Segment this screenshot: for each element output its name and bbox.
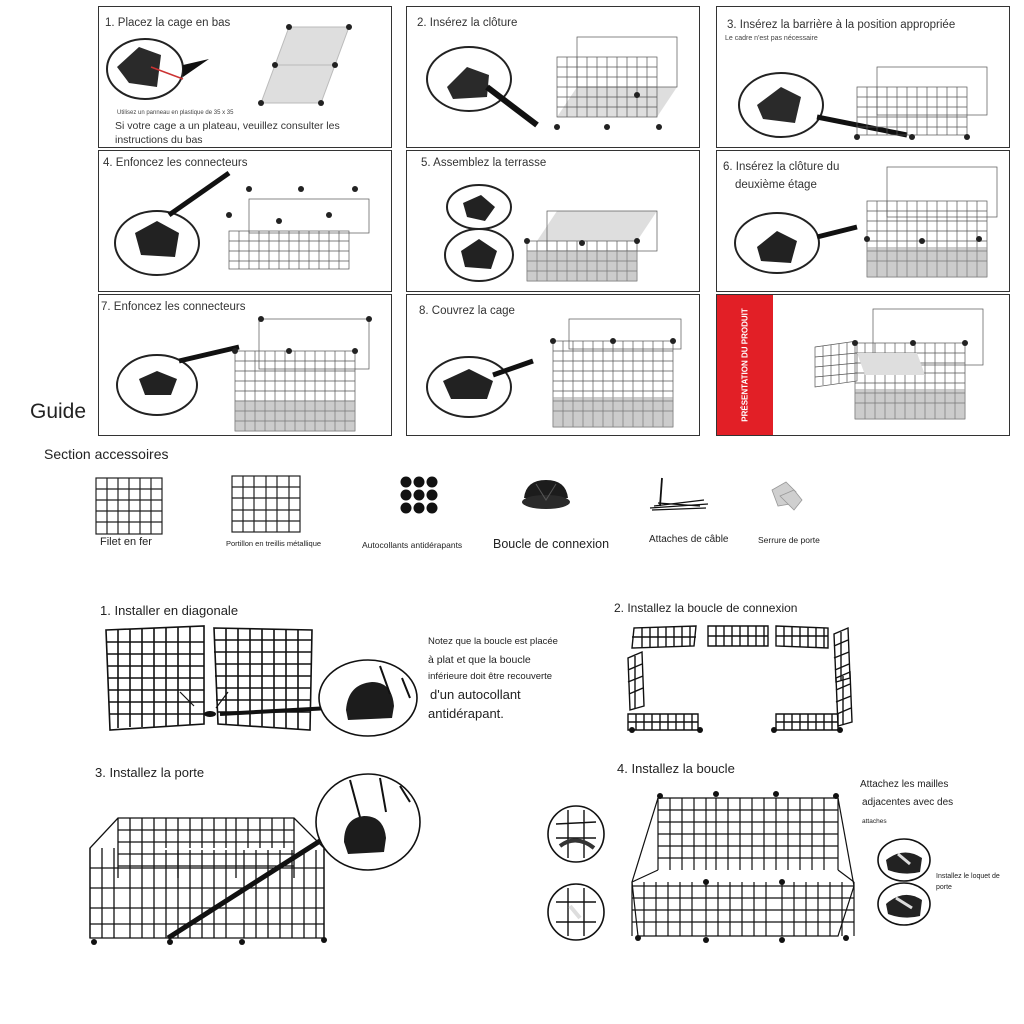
- attach-note-1: Attachez les mailles: [860, 779, 949, 790]
- iron-mesh-icon: [95, 477, 163, 535]
- porte-illustration: [89, 817, 336, 945]
- step-8-illustration: [426, 318, 682, 428]
- diag-note-4: d'un autocollant: [430, 687, 521, 702]
- latch-note-2: porte: [936, 884, 952, 891]
- step-panel-7: 7. Enfoncez les connecteurs: [98, 294, 392, 436]
- step-note-small: Utilisez un panneau en plastique de 35 x…: [117, 110, 234, 116]
- step-title: 8. Couvrez la cage: [419, 305, 515, 317]
- boucle4-title: 4. Installez la boucle: [617, 761, 735, 776]
- accessory-label-2: Portillon en treillis métallique: [226, 539, 322, 548]
- step-note: Si votre cage a un plateau, veuillez con…: [115, 120, 340, 146]
- step-title: 2. Insérez la clôture: [417, 17, 518, 29]
- step-1-illustration: [106, 24, 352, 106]
- step-3-illustration: [738, 66, 988, 140]
- step-title: 4. Enfoncez les connecteurs: [103, 157, 248, 169]
- accessories-heading: Section accessoires: [44, 446, 169, 462]
- step-title: 3. Insérez la barrière à la position app…: [727, 19, 956, 31]
- porte-zoom-circle: [315, 773, 421, 871]
- accessory-label-1: Filet en fer: [100, 536, 152, 548]
- diag-note-2: à plat et que la boucle: [428, 654, 531, 666]
- step-note-small: Le cadre n'est pas nécessaire: [725, 35, 818, 42]
- connection-buckle-icon: [522, 480, 570, 509]
- accessory-label-6: Serrure de porte: [758, 535, 820, 545]
- boucle-title: 2. Installez la boucle de connexion: [614, 601, 798, 615]
- boucle-illustration: [627, 625, 853, 733]
- step-panel-8: 8. Couvrez la cage: [406, 294, 700, 436]
- mesh-gate-icon: [231, 475, 301, 533]
- step-title-line1: 6. Insérez la clôture du: [723, 161, 840, 173]
- step-panel-3: 3. Insérez la barrière à la position app…: [716, 6, 1010, 148]
- step-title-line2: deuxième étage: [735, 179, 817, 191]
- attach-note-2: adjacentes avec des: [862, 797, 954, 808]
- latch-note-1: Installez le loquet de: [936, 873, 1000, 880]
- diag-title: 1. Installer en diagonale: [100, 603, 239, 618]
- step-panel-1: 1. Placez la cage en bas Utilisez un pan…: [98, 6, 392, 148]
- step-5-illustration: [444, 184, 658, 282]
- step-panel-5: 5. Assemblez la terrasse: [406, 150, 700, 292]
- step-panel-4: 4. Enfoncez les connecteurs: [98, 150, 392, 292]
- diag-note-1: Notez que la boucle est placée: [428, 636, 558, 647]
- step-6-illustration: [734, 166, 998, 278]
- diag-note-5: antidérapant.: [428, 706, 504, 721]
- porte-title: 3. Installez la porte: [95, 765, 205, 780]
- accessory-label-5: Attaches de câble: [649, 534, 729, 545]
- accessories-illustrations: [95, 475, 803, 535]
- boucle4-illustration: [631, 791, 855, 943]
- latch-zoom-circles: [877, 838, 931, 926]
- guide-title: Guide: [30, 400, 87, 423]
- diag-illustration: [105, 625, 331, 731]
- accessory-label-3: Autocollants antidérapants: [362, 540, 463, 550]
- accessory-label-4: Boucle de connexion: [493, 537, 610, 551]
- door-lock-icon: [771, 481, 803, 511]
- tie-zoom-top: [547, 805, 605, 863]
- anti-slip-stickers-icon: [400, 476, 438, 514]
- red-label-bar: [717, 295, 773, 435]
- product-illustration: [814, 308, 984, 420]
- step-7-illustration: [116, 316, 372, 432]
- step-panel-6: 6. Insérez la clôture du deuxième étage: [716, 150, 1010, 292]
- step-2-illustration: [426, 36, 678, 130]
- step-title: 5. Assemblez la terrasse: [421, 157, 547, 169]
- step-4-illustration: [114, 170, 370, 276]
- product-presentation-panel: PRÉSENTATION DU PRODUIT: [716, 294, 1010, 436]
- attach-note-3: attaches: [862, 818, 887, 825]
- step-title: 1. Placez la cage en bas: [105, 17, 231, 29]
- cable-ties-icon: [649, 477, 709, 511]
- step-panel-2: 2. Insérez la clôture: [406, 6, 700, 148]
- tie-zoom-bottom: [547, 883, 605, 941]
- diag-note-3: inférieure doit être recouverte: [428, 671, 553, 682]
- buckle-zoom-circle: [318, 659, 418, 737]
- step-title: 7. Enfoncez les connecteurs: [101, 301, 246, 313]
